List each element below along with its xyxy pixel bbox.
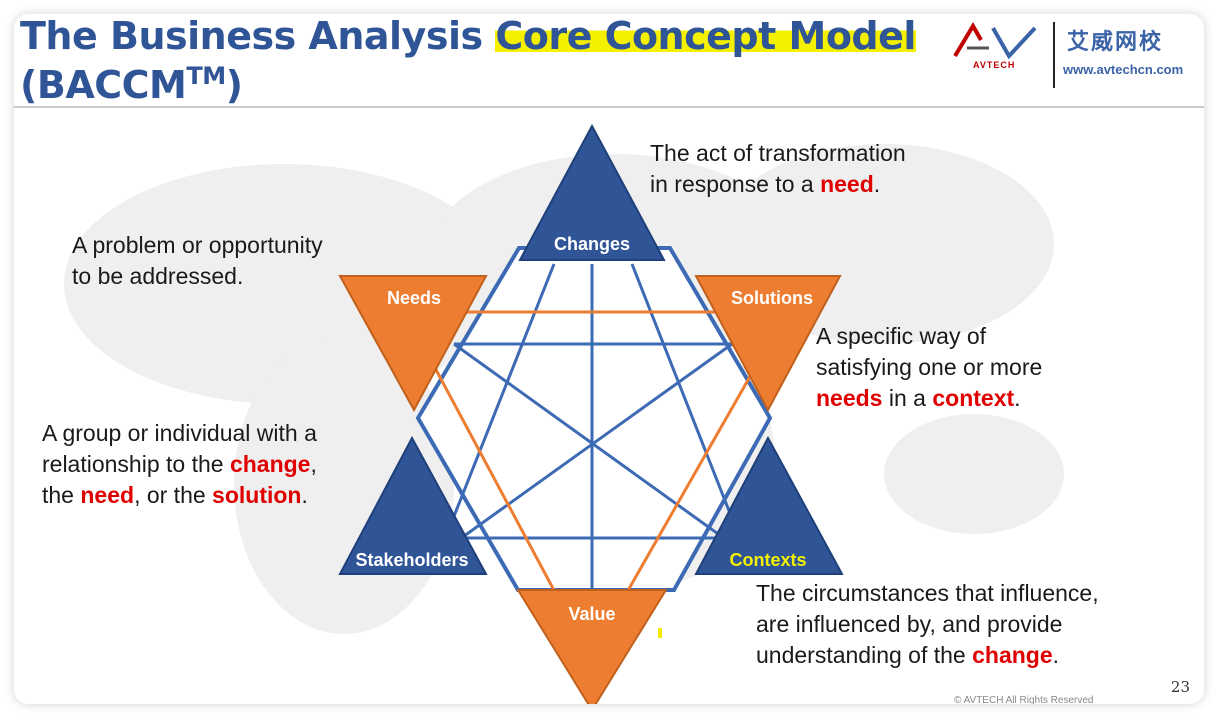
desc-line: needs in a context. <box>816 383 1042 414</box>
logo-url: www.avtechcn.com <box>1063 62 1184 77</box>
desc-text: , or the <box>134 482 213 508</box>
contexts-triangle <box>694 435 844 575</box>
desc-line: relationship to the change, <box>42 449 317 480</box>
changes-description: The act of transformation in response to… <box>650 138 906 200</box>
desc-line: are influenced by, and provide <box>756 611 1063 637</box>
value-label: Value <box>568 604 615 624</box>
logo-chinese: 艾威网校 <box>1067 29 1164 55</box>
desc-text: . <box>1052 642 1060 668</box>
desc-text: . <box>1014 385 1021 411</box>
changes-label: Changes <box>554 234 630 254</box>
desc-line: the need, or the solution. <box>42 480 317 511</box>
node-contexts: Contexts <box>694 435 844 575</box>
slide-title: The Business Analysis Core Concept Model… <box>20 14 916 107</box>
value-triangle <box>516 589 668 704</box>
baccm-diagram: Changes Needs Solutions Stakeholders Con… <box>64 123 1064 704</box>
node-value: Value <box>516 589 668 704</box>
desc-line: in response to a need. <box>650 169 906 200</box>
desc-text: the <box>42 482 81 508</box>
desc-line: understanding of the change. <box>756 640 1099 671</box>
desc-text: , <box>310 451 317 477</box>
page-number: 23 <box>1170 678 1190 696</box>
desc-line: A group or individual with a <box>42 420 317 446</box>
desc-emphasis: context <box>932 385 1015 411</box>
avtech-logo: AVTECH 艾威网校 www.avtechcn.com <box>949 20 1194 92</box>
title-acronym: (BACCM <box>20 63 187 107</box>
desc-line: satisfying one or more <box>816 354 1043 380</box>
solutions-triangle <box>694 275 842 413</box>
contexts-description: The circumstances that influence, are in… <box>756 578 1099 671</box>
desc-line: The act of transformation <box>650 140 906 166</box>
logo-brand: AVTECH <box>973 60 1016 70</box>
node-solutions: Solutions <box>694 275 842 413</box>
av-logo-icon <box>953 22 1037 60</box>
solutions-label: Solutions <box>731 288 813 308</box>
logo-divider <box>1053 22 1055 88</box>
highlight-mark <box>658 628 662 638</box>
stakeholders-label: Stakeholders <box>355 550 468 570</box>
desc-line: A specific way of <box>816 323 987 349</box>
desc-line: A problem or opportunity <box>72 232 323 258</box>
desc-text: . <box>873 171 881 197</box>
slide: The Business Analysis Core Concept Model… <box>14 14 1204 704</box>
desc-emphasis: need <box>820 171 874 197</box>
desc-line: The circumstances that influence, <box>756 580 1099 606</box>
desc-emphasis: need <box>80 482 135 508</box>
title-divider <box>14 106 1204 108</box>
changes-triangle <box>518 123 666 261</box>
desc-emphasis: change <box>229 451 311 477</box>
desc-text: in a <box>882 385 933 411</box>
desc-emphasis: solution <box>212 482 302 508</box>
needs-label: Needs <box>387 288 441 308</box>
desc-text: . <box>301 482 308 508</box>
desc-text: understanding of the <box>756 642 973 668</box>
desc-emphasis: change <box>972 642 1053 668</box>
needs-description: A problem or opportunity to be addressed… <box>72 230 323 292</box>
node-stakeholders: Stakeholders <box>338 435 488 575</box>
desc-line: to be addressed. <box>72 263 244 289</box>
orange-connectors <box>432 310 758 595</box>
desc-text: relationship to the <box>42 451 230 477</box>
title-trademark: TM <box>186 62 226 90</box>
solutions-description: A specific way of satisfying one or more… <box>816 321 1042 414</box>
node-changes: Changes <box>518 123 666 261</box>
title-close: ) <box>225 63 243 107</box>
title-highlight: Core Concept Model <box>495 14 916 58</box>
desc-emphasis: needs <box>816 385 883 411</box>
desc-text: in response to a <box>650 171 821 197</box>
stakeholders-description: A group or individual with a relationshi… <box>42 418 317 511</box>
node-needs: Needs <box>338 275 488 413</box>
stakeholders-triangle <box>338 435 488 575</box>
title-text: The Business Analysis <box>20 14 496 58</box>
needs-triangle <box>338 275 488 413</box>
contexts-label: Contexts <box>729 550 806 570</box>
copyright-footer: © AVTECH All Rights Reserved <box>954 695 1094 704</box>
